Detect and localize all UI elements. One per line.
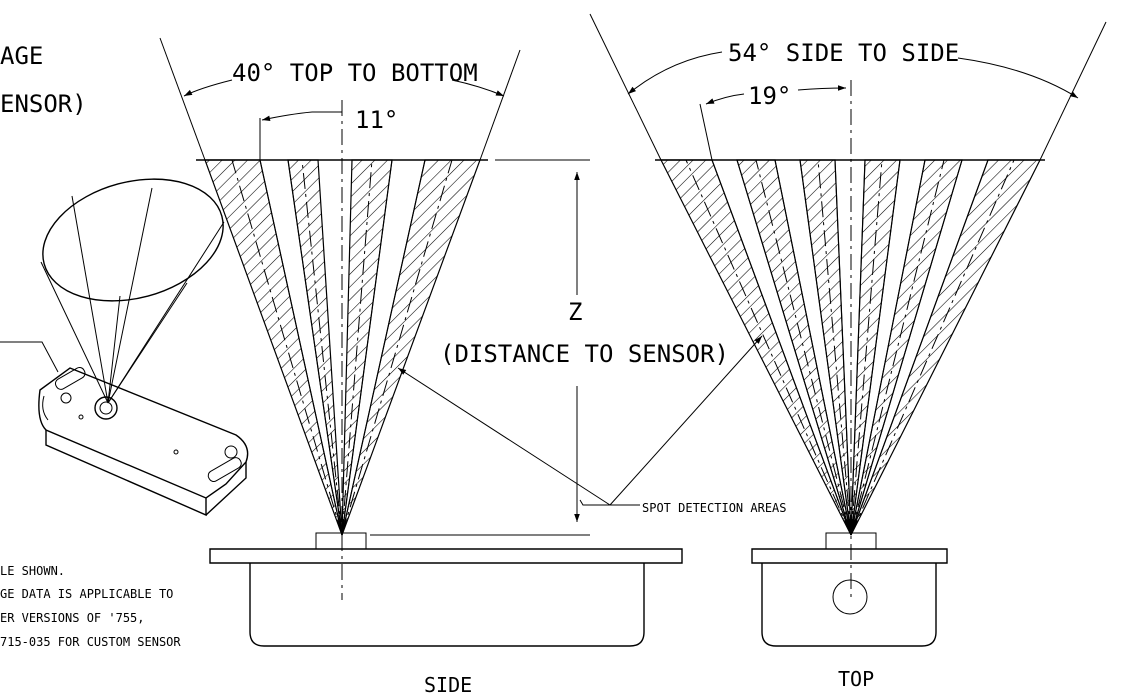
top-view-label: TOP (838, 667, 874, 691)
side-spot-angle-label: 11° (355, 106, 398, 134)
side-view-label: SIDE (424, 673, 472, 695)
caption-partial-line-2: ENSOR) (0, 90, 87, 118)
spot-leaders: SPOT DETECTION AREAS (397, 335, 787, 515)
note-line-2: GE DATA IS APPLICABLE TO (0, 587, 173, 601)
side-angle-label: 40° TOP TO BOTTOM (232, 59, 478, 87)
caption-partial-line-1: AGE (0, 42, 43, 70)
top-angle-label: 54° SIDE TO SIDE (728, 39, 959, 67)
top-view: 54° SIDE TO SIDE 19° TOP (589, 13, 1107, 691)
spot-areas-label: SPOT DETECTION AREAS (642, 501, 787, 515)
sensor-isometric-sketch (0, 178, 249, 517)
side-view: 40° TOP TO BOTTOM 11° SIDE (159, 37, 683, 697)
top-spot-angle-label: 19° (748, 82, 791, 110)
z-dimension: Z (DISTANCE TO SENSOR) (370, 159, 729, 536)
note-line-3: ER VERSIONS OF '755, (0, 611, 145, 625)
note-line-1: LE SHOWN. (0, 564, 65, 578)
z-letter: Z (568, 298, 582, 326)
notes-block: LE SHOWN. GE DATA IS APPLICABLE TO ER VE… (0, 564, 181, 649)
z-description: (DISTANCE TO SENSOR) (440, 340, 729, 368)
note-line-4: 715-035 FOR CUSTOM SENSOR (0, 635, 181, 649)
